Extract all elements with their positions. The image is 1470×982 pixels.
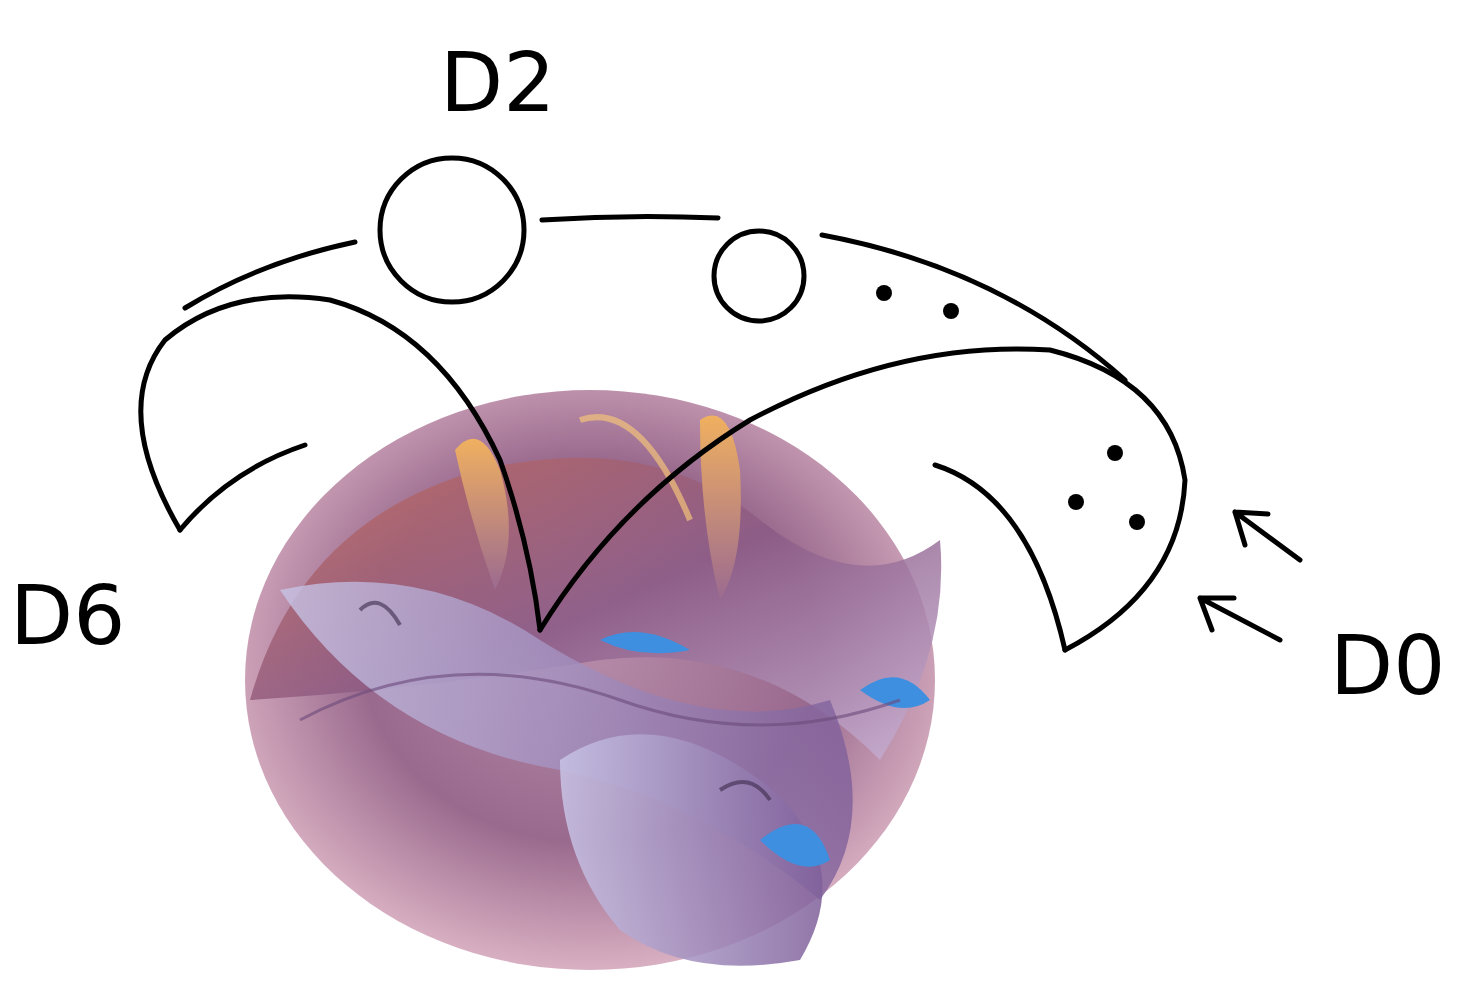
brane-label: D0 [1330,625,1445,707]
brane-sketch [141,158,1300,650]
d0-dots [876,285,1145,530]
manifold [245,390,941,970]
brane-label: D2 [440,42,555,124]
brane-label: D6 [10,575,125,657]
